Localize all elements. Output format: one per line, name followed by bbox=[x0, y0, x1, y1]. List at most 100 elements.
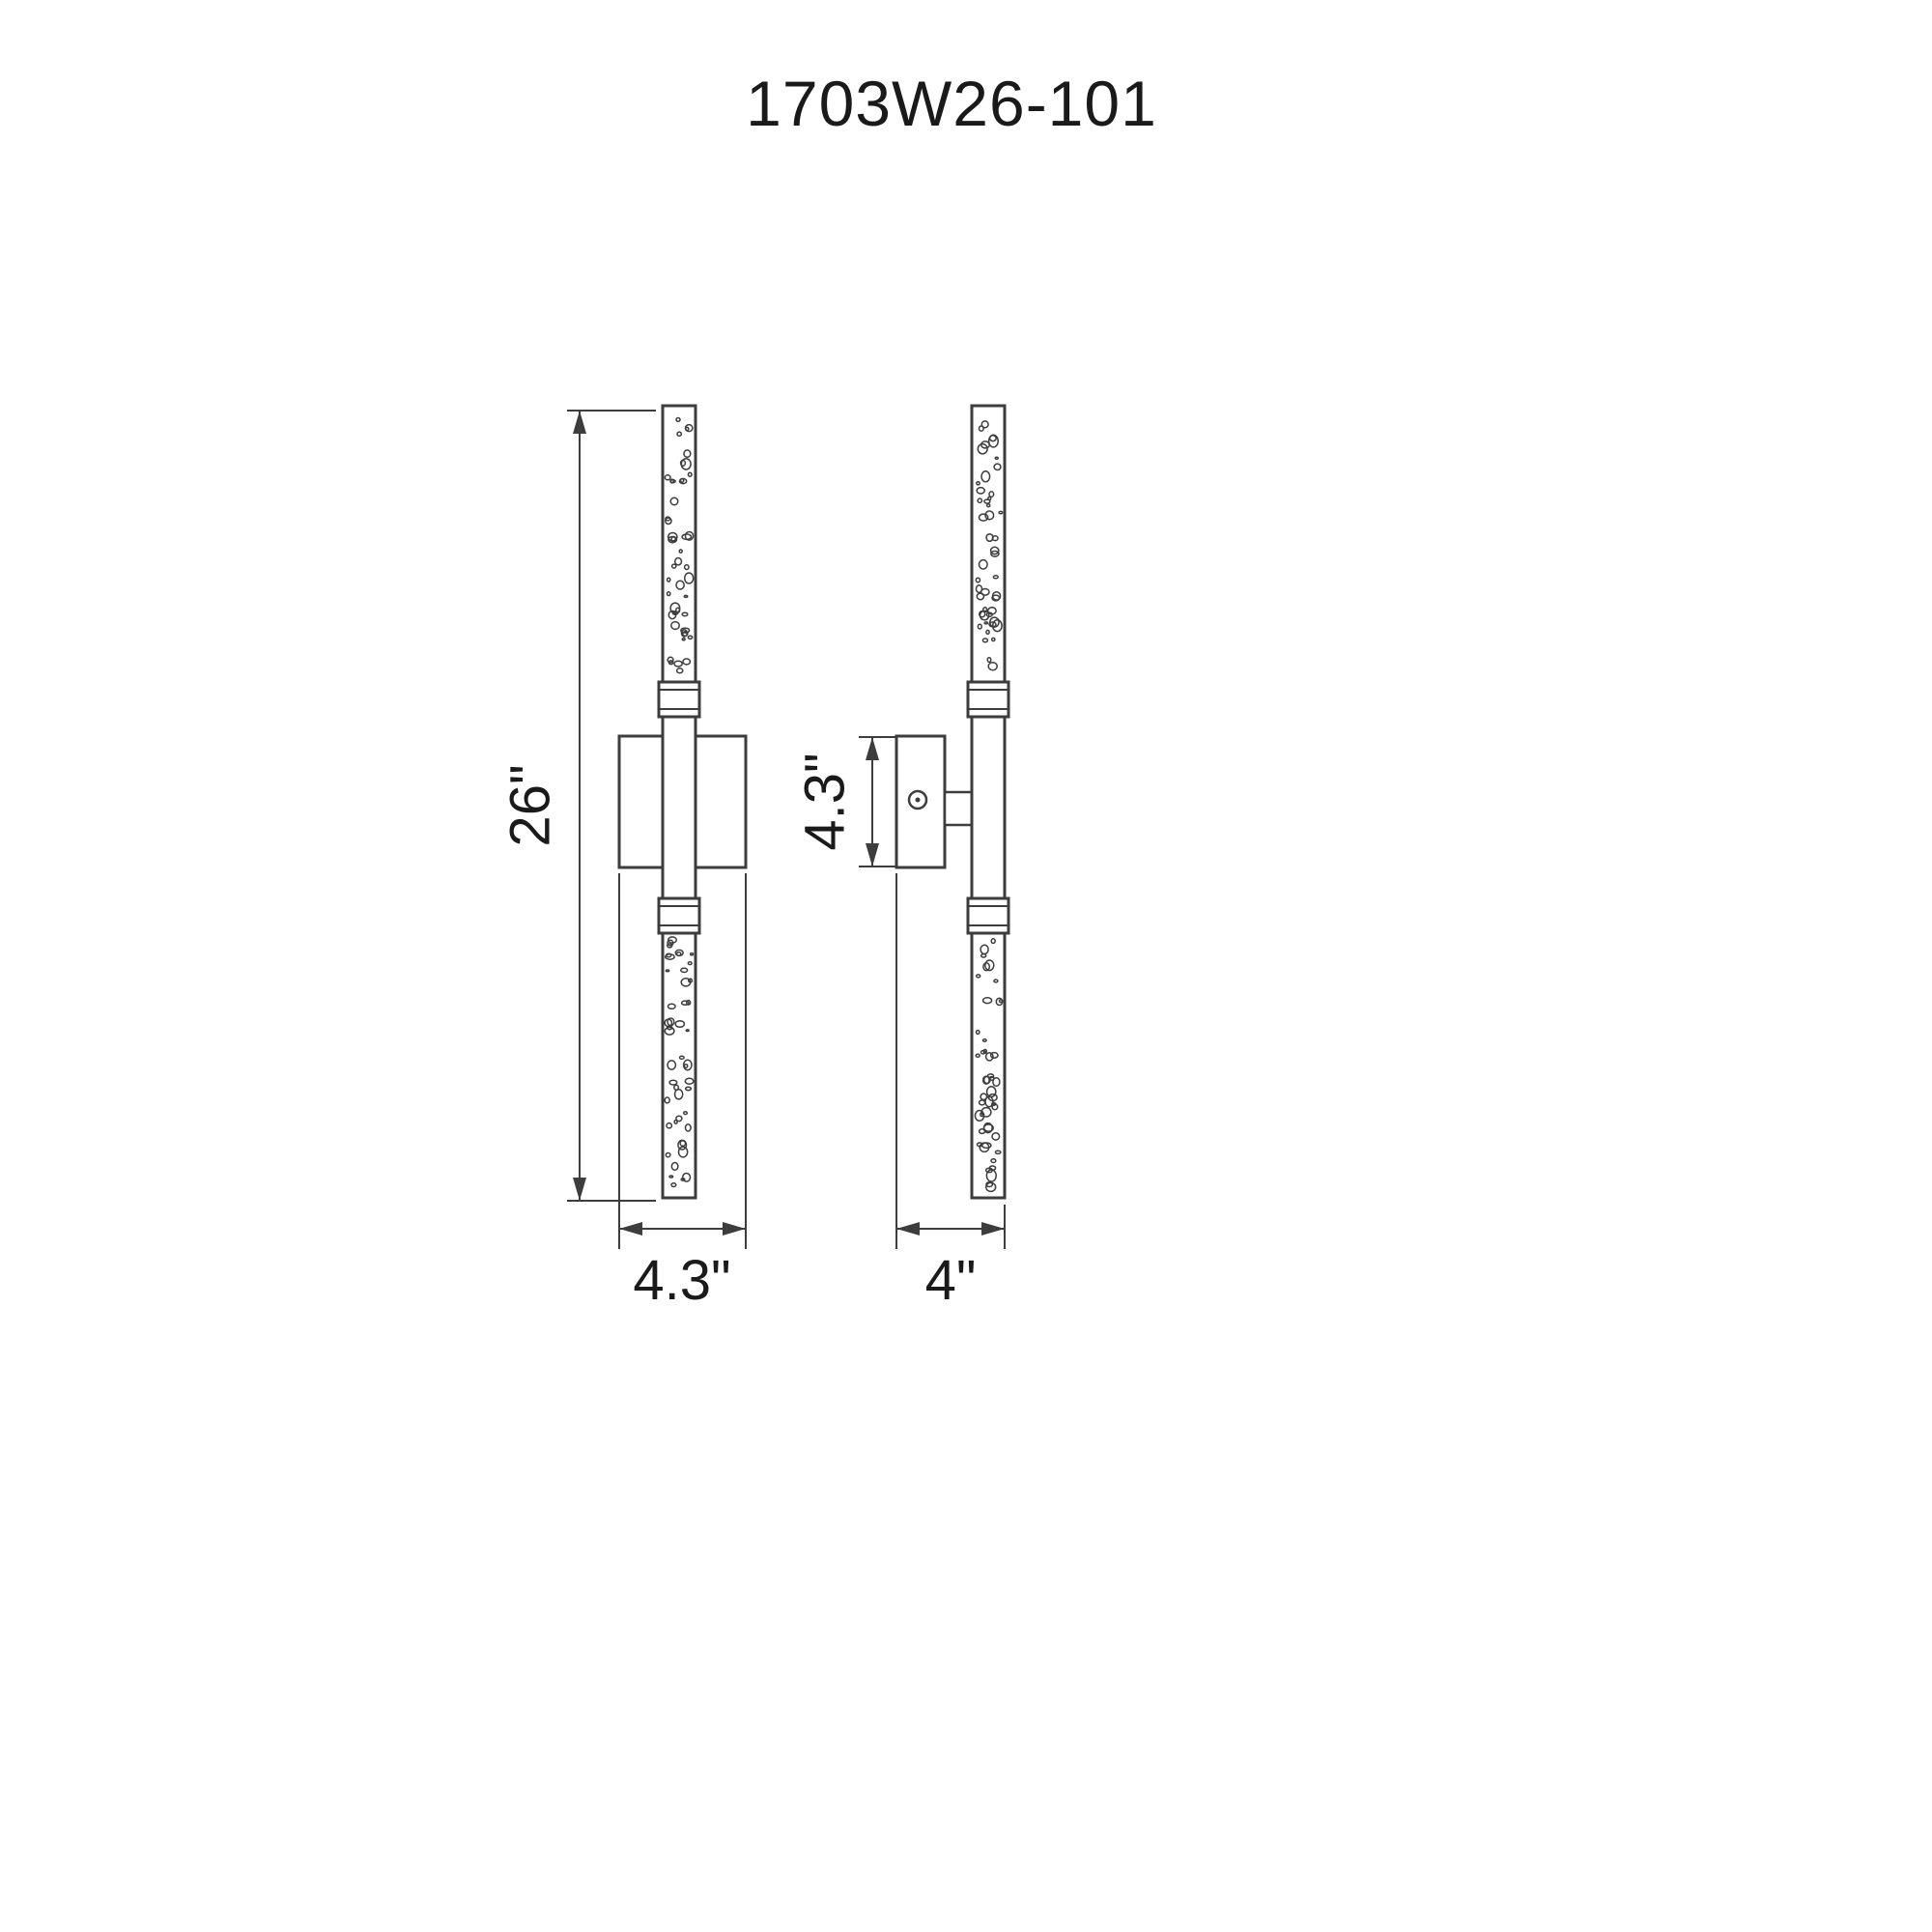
bubble bbox=[975, 584, 983, 594]
bubble bbox=[679, 459, 687, 468]
bubble bbox=[680, 977, 692, 987]
bubble bbox=[679, 477, 685, 484]
bubble bbox=[684, 530, 695, 541]
bubble bbox=[667, 1003, 676, 1010]
dimension-4-side bbox=[895, 873, 1006, 1249]
bubble bbox=[988, 435, 997, 442]
backplate-side bbox=[895, 734, 947, 869]
bubble bbox=[680, 1000, 690, 1007]
bubble bbox=[980, 1112, 984, 1118]
bubble bbox=[683, 1063, 689, 1069]
bubble bbox=[987, 661, 998, 671]
bubble bbox=[980, 587, 990, 596]
bubble bbox=[667, 1060, 677, 1070]
dimension-label-side-width: 4" bbox=[925, 1249, 977, 1312]
bubble bbox=[677, 1139, 688, 1151]
bubble bbox=[993, 463, 1002, 471]
arrowhead bbox=[573, 1178, 586, 1201]
bubble bbox=[668, 1175, 674, 1179]
bubble bbox=[985, 629, 990, 636]
bubble bbox=[683, 572, 695, 584]
bubble bbox=[978, 558, 988, 570]
arrowhead bbox=[619, 1222, 642, 1236]
arrowhead bbox=[896, 1222, 920, 1236]
arrowhead bbox=[866, 843, 879, 867]
bubble bbox=[982, 1122, 993, 1134]
bubble bbox=[991, 1131, 1001, 1141]
bubble bbox=[670, 1161, 679, 1172]
bubble bbox=[979, 610, 990, 621]
bubble bbox=[989, 546, 1000, 555]
bubble bbox=[984, 1181, 997, 1193]
bubble bbox=[665, 1151, 671, 1158]
bubble bbox=[682, 1111, 689, 1116]
bubble bbox=[673, 1119, 678, 1124]
bubble bbox=[976, 1142, 983, 1148]
arrowhead bbox=[723, 1222, 746, 1236]
bubble bbox=[677, 1146, 689, 1158]
bubble bbox=[981, 997, 993, 1005]
bubble bbox=[983, 498, 991, 504]
arrowhead bbox=[573, 411, 586, 434]
dimensions bbox=[567, 410, 1006, 1249]
bubble bbox=[985, 503, 991, 508]
screw-icon bbox=[907, 789, 928, 810]
labels: 1703W26-101 26" 4.3" 4.3" 4" bbox=[498, 68, 1157, 1312]
bubble bbox=[687, 961, 693, 966]
bubble bbox=[675, 607, 681, 613]
bubble bbox=[990, 550, 1000, 557]
bubble bbox=[976, 592, 985, 601]
bubble bbox=[664, 1018, 673, 1028]
bubble bbox=[668, 1079, 678, 1086]
bubble bbox=[981, 638, 989, 643]
bubble bbox=[670, 536, 677, 543]
bubble bbox=[978, 425, 984, 432]
bubble bbox=[998, 999, 1004, 1004]
bubble bbox=[665, 969, 670, 973]
bubble bbox=[680, 627, 691, 634]
bubble bbox=[666, 577, 671, 582]
bubble bbox=[981, 1038, 987, 1042]
bubble bbox=[975, 577, 981, 583]
drawing-title: 1703W26-101 bbox=[746, 68, 1157, 139]
connector-band bbox=[966, 680, 1010, 719]
bubble bbox=[681, 637, 686, 641]
bubble bbox=[675, 416, 681, 423]
bubble bbox=[682, 658, 692, 666]
bubble bbox=[976, 480, 980, 486]
bubble bbox=[980, 952, 987, 958]
bubble bbox=[975, 1029, 980, 1036]
arrowhead bbox=[981, 1222, 1005, 1236]
bubble bbox=[680, 967, 689, 974]
bubble-texture bbox=[664, 416, 1004, 1193]
dimension-label-front-width: 4.3" bbox=[633, 1249, 730, 1312]
bubble bbox=[665, 952, 672, 958]
bubble bbox=[666, 590, 671, 597]
bubble bbox=[986, 607, 997, 615]
bubble bbox=[987, 1093, 998, 1102]
bubble bbox=[985, 1169, 997, 1182]
connector-band bbox=[657, 896, 701, 935]
rod-side bbox=[970, 404, 1007, 1200]
bubble bbox=[998, 510, 1004, 515]
bubble bbox=[989, 616, 1000, 628]
bubble bbox=[989, 1051, 999, 1059]
bubble bbox=[984, 1051, 994, 1062]
screw-dot-icon bbox=[915, 797, 921, 803]
bubble bbox=[681, 611, 689, 617]
bubble bbox=[670, 1182, 677, 1188]
bubble bbox=[991, 619, 1003, 633]
bubble bbox=[675, 580, 685, 590]
bubble bbox=[687, 471, 693, 477]
bubble bbox=[681, 533, 693, 541]
bubble bbox=[980, 420, 989, 429]
bubble bbox=[683, 449, 692, 459]
dimension-label-height: 26" bbox=[498, 764, 561, 846]
bubble bbox=[684, 1086, 693, 1092]
bubble bbox=[666, 1122, 673, 1129]
bubble bbox=[684, 1123, 692, 1132]
bubble bbox=[991, 594, 1001, 602]
bubble bbox=[675, 1115, 683, 1122]
front-view bbox=[617, 404, 748, 1200]
bubble bbox=[992, 575, 999, 580]
